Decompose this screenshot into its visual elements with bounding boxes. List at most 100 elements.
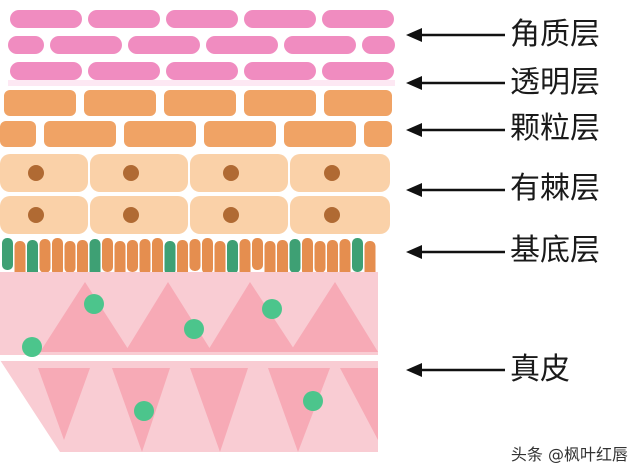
corneum-cell xyxy=(88,10,160,28)
basal-cell xyxy=(252,238,263,270)
basal-cell xyxy=(39,239,51,273)
basal-cell xyxy=(302,238,313,276)
basal-cell xyxy=(27,240,38,280)
corneum-cell xyxy=(244,10,316,28)
arrow-head xyxy=(406,245,422,259)
dermis-cell-dot xyxy=(22,337,42,357)
basal-cell xyxy=(127,240,138,272)
basal-cell xyxy=(189,239,201,271)
cell-nucleus xyxy=(223,165,239,181)
arrow-head xyxy=(406,183,422,197)
cell-nucleus xyxy=(123,165,139,181)
dermis-triangle xyxy=(40,282,130,352)
stratum-spinosum-cells xyxy=(0,154,390,234)
label-dermis: 真皮 xyxy=(510,352,570,387)
cell-nucleus xyxy=(324,207,340,223)
corneum-cell xyxy=(206,36,278,54)
basal-cell xyxy=(352,238,363,272)
dermis-region xyxy=(0,272,378,452)
granulosum-cell xyxy=(84,90,156,116)
basal-cell xyxy=(327,240,338,276)
label-basale: 基底层 xyxy=(510,233,600,268)
corneum-cell xyxy=(8,36,44,54)
stratum-corneum-cells xyxy=(8,10,395,86)
arrow-head xyxy=(406,363,422,377)
basal-cell xyxy=(64,241,76,273)
granulosum-cell xyxy=(324,90,392,116)
basal-cell xyxy=(239,239,251,277)
arrow-head xyxy=(406,28,422,42)
corneum-cell xyxy=(10,10,82,28)
dermis-triangle xyxy=(38,368,90,440)
dermis-cell-dot xyxy=(84,294,104,314)
dermis-cell-dot xyxy=(303,391,323,411)
dermis-background xyxy=(0,272,378,452)
corneum-cell xyxy=(50,36,122,54)
granulosum-cell xyxy=(44,121,116,147)
dermis-cell-dot xyxy=(184,319,204,339)
granulosum-cell xyxy=(124,121,196,147)
dermis-triangle xyxy=(190,368,248,452)
corneum-cell xyxy=(166,62,238,80)
basal-cell xyxy=(89,239,101,279)
basal-cell xyxy=(102,238,113,272)
dermis-cell-dot xyxy=(262,299,282,319)
cell-nucleus xyxy=(324,165,340,181)
corneum-cell xyxy=(10,62,82,80)
granulosum-cell xyxy=(244,90,316,116)
dermis-cell-dot xyxy=(134,401,154,421)
granulosum-cell xyxy=(4,90,76,116)
basal-cell xyxy=(277,240,288,280)
basal-cell xyxy=(289,239,301,273)
granulosum-cell xyxy=(364,121,392,147)
corneum-cell xyxy=(322,10,394,28)
label-spinosum: 有棘层 xyxy=(510,171,600,206)
granulosum-cell xyxy=(284,121,356,147)
corneum-cell xyxy=(88,62,160,80)
granulosum-cell xyxy=(204,121,276,147)
corneum-cell xyxy=(322,62,394,80)
cell-nucleus xyxy=(223,207,239,223)
label-granulosum: 颗粒层 xyxy=(510,111,600,146)
corneum-cell xyxy=(128,36,200,54)
corneum-cell xyxy=(244,62,316,80)
label-lucidum: 透明层 xyxy=(510,65,600,100)
granulosum-cell xyxy=(0,121,36,147)
basal-cell xyxy=(114,241,126,279)
basal-cell xyxy=(364,241,376,279)
label-corneum: 角质层 xyxy=(510,17,600,52)
lucidum-band xyxy=(8,80,395,86)
layer-arrows xyxy=(406,28,505,377)
corneum-cell xyxy=(362,36,395,54)
basal-cell xyxy=(214,241,226,281)
basal-cell xyxy=(177,240,188,278)
basal-cell xyxy=(314,241,326,273)
dermis-triangle xyxy=(290,282,378,352)
dermis-triangle xyxy=(340,368,378,440)
arrow-head xyxy=(406,123,422,137)
basal-cell xyxy=(227,240,238,274)
basal-cell xyxy=(14,241,26,277)
stratum-basale-cells xyxy=(2,238,376,281)
dermis-triangle xyxy=(268,368,330,452)
corneum-cell xyxy=(166,10,238,28)
basal-cell xyxy=(164,241,176,275)
basal-cell xyxy=(77,240,88,276)
basal-cell xyxy=(202,238,213,274)
watermark: 头条 @枫叶红唇 xyxy=(510,445,628,464)
cell-nucleus xyxy=(123,207,139,223)
basal-cell xyxy=(139,239,151,275)
cell-nucleus xyxy=(28,165,44,181)
stratum-granulosum-cells xyxy=(0,90,392,147)
basal-cell xyxy=(339,239,351,279)
basal-cell xyxy=(52,238,63,276)
cell-nucleus xyxy=(28,207,44,223)
basal-cell xyxy=(264,241,276,277)
dermis-triangle xyxy=(207,282,296,352)
basal-cell xyxy=(2,238,13,270)
arrow-head xyxy=(406,76,422,90)
corneum-cell xyxy=(284,36,356,54)
basal-cell xyxy=(152,238,163,278)
granulosum-cell xyxy=(164,90,236,116)
